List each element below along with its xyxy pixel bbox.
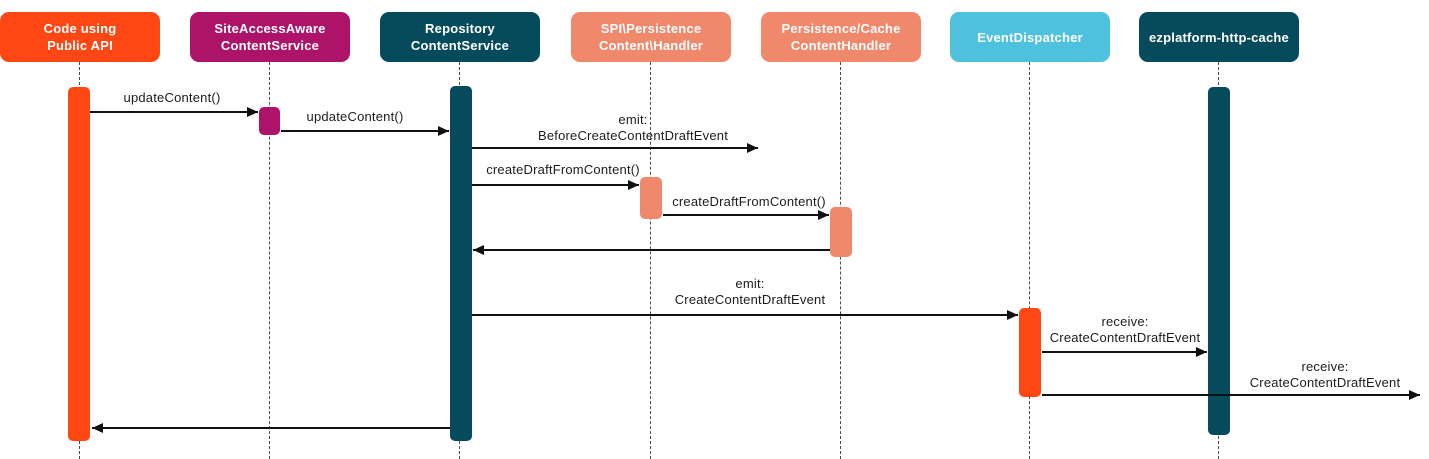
message-label-create-draft-from-content-1: createDraftFromContent() (363, 162, 763, 178)
label-line: SPI\Persistence (600, 21, 702, 36)
message-label-emit-before-create-content-draft-event: emit:BeforeCreateContentDraftEvent (433, 112, 833, 144)
activation-bar-repository-contentservice (450, 86, 472, 441)
arrowhead-update-content-1 (247, 107, 258, 117)
activation-bar-siteaccessaware-contentservice (259, 107, 280, 135)
lifeline-spi-persistence-content-handler (650, 62, 652, 459)
activation-bar-ezplatform-http-cache (1208, 87, 1230, 435)
message-line-emit-before-create-content-draft-event (472, 147, 758, 149)
arrowhead-receive-create-content-draft-event-http-cache (1196, 347, 1207, 357)
message-line-update-content-1 (90, 111, 258, 113)
arrowhead-emit-create-content-draft-event (1007, 310, 1018, 320)
arrowhead-update-content-2 (438, 126, 449, 136)
label-line: emit: (618, 112, 648, 127)
arrowhead-create-draft-from-content-1 (628, 180, 639, 190)
message-line-create-draft-from-content-2 (663, 214, 829, 216)
label-line: Code using (43, 21, 117, 36)
activation-bar-spi-persistence-content-handler (640, 177, 662, 219)
label-line: updateContent() (123, 90, 221, 105)
message-label-update-content-1: updateContent() (0, 90, 372, 106)
arrowhead-return-to-code-using-public-api (92, 423, 103, 433)
message-label-create-draft-from-content-2: createDraftFromContent() (549, 194, 949, 210)
label-line: createDraftFromContent() (486, 162, 640, 177)
activation-bar-code-using-public-api (68, 87, 90, 441)
arrowhead-return-to-repository-contentservice (473, 245, 484, 255)
message-line-emit-create-content-draft-event (472, 314, 1018, 316)
message-label-receive-create-content-draft-event-http-cache: receive:CreateContentDraftEvent (925, 314, 1325, 346)
message-label-update-content-2: updateContent() (155, 109, 555, 125)
activation-bar-eventdispatcher (1019, 308, 1041, 397)
arrowhead-receive-create-content-draft-event-external (1409, 390, 1420, 400)
message-line-create-draft-from-content-1 (472, 184, 639, 186)
lifeline-persistence-cache-contenthandler (840, 62, 842, 459)
label-line: ContentService (410, 38, 510, 53)
lifeline-siteaccessaware-contentservice (269, 62, 271, 459)
label-line: Content\Handler (598, 38, 704, 53)
label-line: CreateContentDraftEvent (674, 292, 826, 307)
label-line: createDraftFromContent() (672, 194, 826, 209)
lifeline-eventdispatcher (1029, 62, 1031, 459)
label-line: ContentService (220, 38, 320, 53)
label-line: emit: (735, 276, 765, 291)
activation-bar-persistence-cache-contenthandler (830, 207, 852, 257)
label-line: CreateContentDraftEvent (1049, 330, 1201, 345)
label-line: Public API (47, 38, 113, 53)
message-line-return-to-repository-contentservice (473, 249, 830, 251)
arrowhead-emit-before-create-content-draft-event (747, 143, 758, 153)
message-label-receive-create-content-draft-event-external: receive:CreateContentDraftEvent (1125, 359, 1429, 391)
label-line: Repository (425, 21, 495, 36)
label-line: updateContent() (306, 109, 404, 124)
label-line: receive: (1301, 359, 1349, 374)
message-label-emit-create-content-draft-event: emit:CreateContentDraftEvent (550, 276, 950, 308)
arrowhead-create-draft-from-content-2 (818, 210, 829, 220)
label-line: Persistence/Cache (781, 21, 901, 36)
label-line: BeforeCreateContentDraftEvent (537, 128, 729, 143)
message-line-return-to-code-using-public-api (92, 427, 450, 429)
label-line: receive: (1101, 314, 1149, 329)
message-line-receive-create-content-draft-event-external (1042, 394, 1420, 396)
actor-ezplatform-http-cache: ezplatform-http-cache (1139, 12, 1299, 62)
label-line: ezplatform-http-cache (1149, 29, 1289, 45)
label-line: ContentHandler (790, 38, 892, 53)
label-line: EventDispatcher (977, 29, 1083, 45)
actor-eventdispatcher: EventDispatcher (950, 12, 1110, 62)
message-line-update-content-2 (281, 130, 449, 132)
message-line-receive-create-content-draft-event-http-cache (1042, 351, 1207, 353)
label-line: CreateContentDraftEvent (1249, 375, 1401, 390)
label-line: SiteAccessAware (214, 21, 326, 36)
